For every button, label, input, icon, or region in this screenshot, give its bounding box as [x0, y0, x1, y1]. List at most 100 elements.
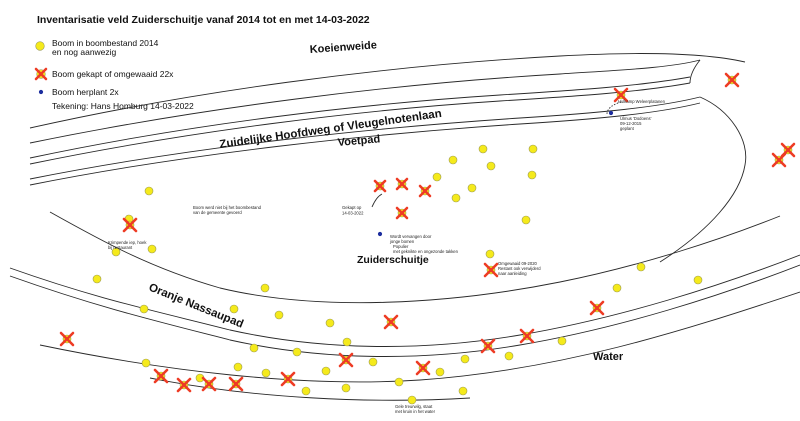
line-hoofdweg-top — [29, 59, 701, 144]
tree-marker — [460, 354, 470, 364]
line-oranje-2 — [9, 264, 800, 357]
removed-tree-marker — [519, 328, 535, 344]
legend-credit: Tekening: Hans Homburg 14-03-2022 — [52, 101, 194, 111]
tree-marker — [139, 304, 149, 314]
path-lines — [9, 53, 800, 401]
label-zuiderschuitje: Zuiderschuitje — [357, 254, 429, 266]
label-hoofdweg: Zuidelijke Hoofdweg of Vleugelnotenlaan — [219, 108, 443, 151]
removed-tree-marker — [280, 371, 296, 387]
tree-marker — [229, 304, 239, 314]
legend-tree-symbol — [35, 41, 45, 51]
legend-planted-label: Boom herplant 2x — [52, 87, 119, 97]
line-water-edge — [39, 291, 800, 383]
tree-marker — [636, 262, 646, 272]
tree-marker — [485, 249, 495, 259]
removed-tree-marker — [771, 152, 787, 168]
removed-tree-marker — [373, 179, 387, 193]
tree-marker — [92, 274, 102, 284]
legend: Boom in boombestand 2014 en nog aanwezig… — [34, 38, 194, 111]
removed-tree-marker — [613, 87, 629, 103]
line-field-inner — [49, 211, 781, 304]
label-oranje-nassaupad: Oranje Nassaupad — [147, 282, 245, 331]
tree-marker — [147, 244, 157, 254]
tree-marker — [527, 170, 537, 180]
tree-marker — [141, 358, 151, 368]
note-n2: Hulkamp Weleerplatanen — [618, 99, 666, 104]
legend-planted-dot — [38, 89, 44, 95]
removed-tree-marker — [724, 72, 740, 88]
tree-marker — [341, 383, 351, 393]
tree-marker — [144, 186, 154, 196]
legend-removed-x-icon — [34, 67, 48, 81]
removed-tree-marker — [383, 314, 399, 330]
line-voetpad-1 — [29, 96, 701, 180]
legend-existing-line1: Boom in boombestand 2014 — [52, 38, 159, 48]
tree-marker — [325, 318, 335, 328]
tree-marker — [321, 366, 331, 376]
line-oranje-1 — [9, 254, 800, 347]
tree-marker — [274, 310, 284, 320]
tree-marker — [368, 357, 378, 367]
map-title: Inventarisatie veld Zuiderschuitje vanaf… — [37, 14, 370, 26]
line-hoofdweg-bend — [689, 59, 701, 84]
tree-marker — [261, 368, 271, 378]
tree-marker — [486, 161, 496, 171]
tree-marker — [478, 144, 488, 154]
arrow-gekapt — [371, 193, 383, 208]
removed-tree-marker — [415, 360, 431, 376]
removed-tree-marker — [176, 377, 192, 393]
legend-existing-label: Boom in boombestand 2014 en nog aanwezig — [52, 38, 161, 57]
removed-tree-marker — [395, 206, 409, 220]
removed-tree-marker — [338, 352, 354, 368]
tree-marker — [407, 395, 417, 405]
removed-tree-marker — [59, 331, 75, 347]
removed-tree-marker — [122, 217, 138, 233]
legend-removed-label: Boom gekapt of omgewaaid 22x — [52, 69, 174, 79]
tree-marker — [612, 283, 622, 293]
existing-trees — [92, 144, 703, 405]
replanted-tree-marker — [377, 231, 383, 237]
tree-marker — [521, 215, 531, 225]
tree-marker — [249, 343, 259, 353]
tree-marker — [693, 275, 703, 285]
label-koeienweide: Koeienweide — [309, 39, 377, 56]
removed-tree-marker — [589, 300, 605, 316]
tree-marker — [451, 193, 461, 203]
tree-marker — [432, 172, 442, 182]
removed-tree-marker — [228, 376, 244, 392]
label-water: Water — [593, 351, 624, 363]
tree-marker — [435, 367, 445, 377]
arrow-ulmus — [606, 101, 622, 115]
removed-tree-marker — [480, 338, 496, 354]
tree-marker — [111, 247, 121, 257]
replanted-trees — [377, 110, 614, 237]
tree-marker — [301, 386, 311, 396]
tree-marker — [233, 362, 243, 372]
tree-marker — [528, 144, 538, 154]
tree-marker — [260, 283, 270, 293]
tree-marker — [467, 183, 477, 193]
tree-marker — [458, 386, 468, 396]
tree-marker — [394, 377, 404, 387]
removed-trees — [59, 72, 796, 393]
line-koeienweide — [29, 53, 746, 129]
tree-marker — [292, 347, 302, 357]
label-voetpad: Voetpad — [337, 133, 380, 149]
tree-marker — [342, 337, 352, 347]
line-water-inner — [149, 377, 471, 401]
tree-marker — [504, 351, 514, 361]
tree-marker — [557, 336, 567, 346]
legend-existing-line2: en nog aanwezig — [52, 47, 117, 57]
tree-marker — [448, 155, 458, 165]
line-field-boundary — [659, 96, 747, 263]
